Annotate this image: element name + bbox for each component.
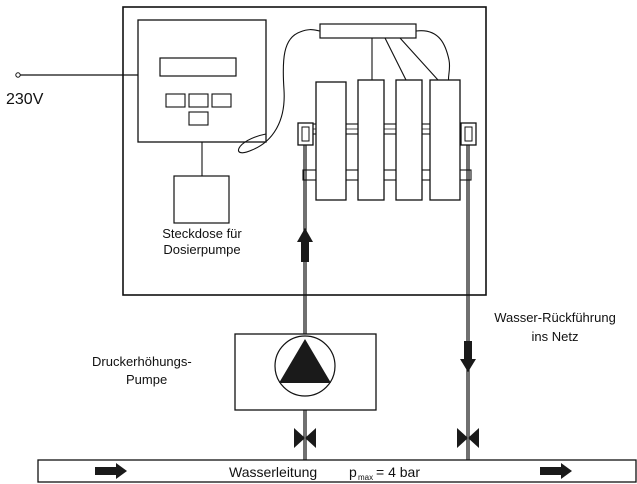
sensor-wire <box>384 37 407 81</box>
pressure-subscript: max <box>358 473 373 482</box>
socket-label-line2: Dosierpumpe <box>163 242 240 257</box>
power-terminal <box>15 72 21 78</box>
pump-symbol-triangle <box>279 339 331 383</box>
pressure-symbol: p <box>349 464 357 480</box>
measuring-cell <box>429 79 461 201</box>
signal-cable-left <box>238 29 321 154</box>
controller-display <box>159 57 237 77</box>
return-label-line1: Wasser-Rückführung <box>494 310 616 325</box>
controller-button <box>188 111 209 126</box>
controller-button <box>188 93 209 108</box>
flow-arrow-down-icon <box>460 359 476 372</box>
booster-label-line1: Druckerhöhungs- <box>92 354 192 369</box>
voltage-label: 230V <box>6 91 44 108</box>
pressure-value: = 4 bar <box>376 464 420 480</box>
return-label-line2: ins Netz <box>532 329 579 344</box>
pipe-label: Wasserleitung <box>229 464 317 480</box>
connector-bar <box>319 23 417 39</box>
flow-arrow-down-shaft <box>464 341 472 359</box>
controller-button <box>165 93 186 108</box>
outlet-connector-core <box>464 126 473 142</box>
controller-button <box>211 93 232 108</box>
pipe-flow-arrow-left-icon <box>95 463 127 479</box>
flow-tube-lower <box>302 169 472 181</box>
return-valve-icon <box>457 428 468 448</box>
sensor-wire <box>399 37 439 81</box>
inlet-valve-icon <box>294 428 305 448</box>
inlet-connector-core <box>301 126 310 142</box>
socket-box <box>173 175 230 224</box>
pipe-flow-arrow-right-icon <box>540 463 572 479</box>
booster-label-line2: Pumpe <box>126 372 167 387</box>
measuring-cell <box>357 79 385 201</box>
flow-arrow-up-shaft <box>301 242 309 262</box>
measuring-cell <box>395 79 423 201</box>
measuring-cell <box>315 81 347 201</box>
flow-arrow-up-icon <box>297 228 313 242</box>
main-water-pipe <box>37 459 637 483</box>
return-valve-icon <box>468 428 479 448</box>
inlet-valve-icon <box>305 428 316 448</box>
socket-label-line1: Steckdose für <box>162 226 242 241</box>
signal-cable-right <box>415 30 451 83</box>
